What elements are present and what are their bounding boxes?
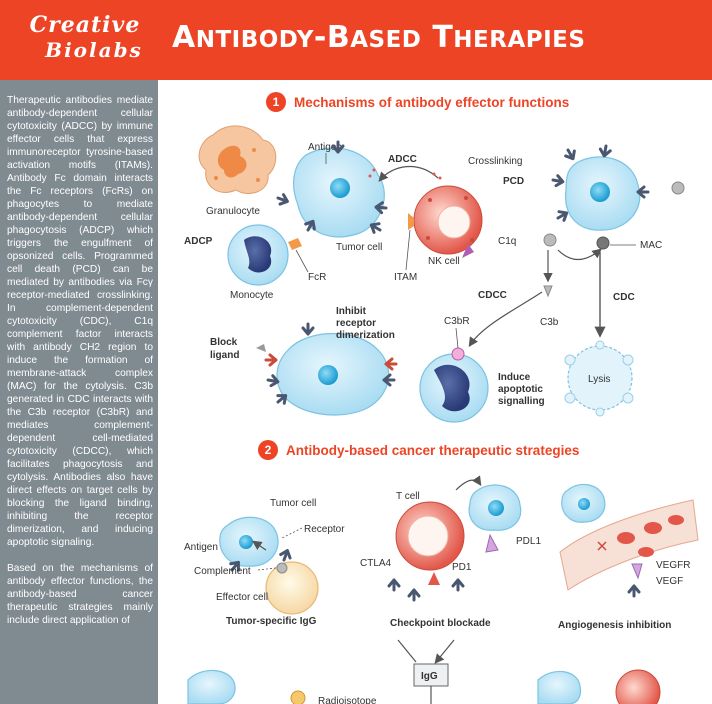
label-adcp: ADCP [184, 236, 213, 247]
panel-angiogenesis-inhibition [559, 483, 699, 598]
label-monocyte: Monocyte [230, 290, 274, 301]
label-tumor-cell-center: Tumor cell [336, 242, 382, 253]
nk-cell [413, 185, 483, 255]
label-igg: IgG [421, 671, 438, 682]
main-diagram: 1 Mechanisms of antibody effector functi… [158, 80, 712, 704]
label-c3br: C3bR [444, 316, 470, 327]
label-effector-cell: Effector cell [216, 592, 268, 603]
page-title: ANTIBODY-BASED THERAPIES [172, 20, 586, 55]
label-pcd: PCD [503, 176, 524, 187]
lysis-cell [564, 340, 634, 417]
label-adcc: ADCC [388, 154, 417, 165]
label-tumor-specific-igg: Tumor-specific IgG [226, 616, 317, 627]
label-itam: ITAM [394, 272, 417, 283]
header-banner: Creative Biolabs ANTIBODY-BASED THERAPIE… [0, 0, 712, 80]
label-vegf: VEGF [656, 576, 683, 587]
section1-title: Mechanisms of antibody effector function… [294, 94, 570, 110]
label-fcr: FcR [308, 272, 326, 283]
label-t-cell: T cell [396, 491, 420, 502]
granulocyte-cell [198, 125, 277, 194]
label-inhibit-1: Inhibit [336, 306, 367, 317]
label-ctla4: CTLA4 [360, 558, 392, 569]
diagram-canvas: Granulocyte Antigen Tumor cell Monocyte … [184, 125, 699, 704]
tumor-cell-center [292, 147, 385, 238]
panel-tumor-specific-igg [219, 516, 319, 615]
label-s2-tumor-cell: Tumor cell [270, 498, 316, 509]
label-induce-2: apoptotic [498, 384, 543, 395]
creative-biolabs-logo[interactable]: Creative Biolabs [10, 12, 160, 72]
pcd-tumor-cell [565, 156, 641, 231]
label-cdc: CDC [613, 292, 635, 303]
apoptotic-signaling-cell [419, 353, 489, 423]
label-mac: MAC [640, 240, 662, 251]
section2-heading: 2 Antibody-based cancer therapeutic stra… [258, 440, 579, 460]
label-complement: Complement [194, 566, 251, 577]
label-cdcc: CDCC [478, 290, 507, 301]
label-radioisotope: Radioisotope [318, 696, 377, 704]
sidebar-paragraph-1: Therapeutic antibodies mediate antibody-… [7, 95, 153, 548]
label-angiogenesis-inhibition: Angiogenesis inhibition [558, 620, 671, 631]
label-lysis: Lysis [588, 374, 610, 385]
label-inhibit-2: receptor [336, 318, 376, 329]
label-nk-cell: NK cell [428, 256, 460, 267]
section2-number-badge: 2 [258, 440, 278, 460]
label-vegfr: VEGFR [656, 560, 690, 571]
logo-line1: Creative [29, 12, 141, 38]
label-c1q: C1q [498, 236, 516, 247]
label-inhibit-3: dimerization [336, 330, 395, 341]
label-granulocyte: Granulocyte [206, 206, 260, 217]
label-antigen-top: Antigen [308, 142, 342, 153]
label-pd1: PD1 [452, 562, 472, 573]
label-s2-antigen: Antigen [184, 542, 218, 553]
label-c3b: C3b [540, 317, 559, 328]
section1-heading: 1 Mechanisms of antibody effector functi… [266, 92, 569, 112]
monocyte-cell [227, 224, 289, 286]
tumor-cell-bottom [276, 333, 390, 416]
label-checkpoint-blockade: Checkpoint blockade [390, 618, 491, 629]
section2-title: Antibody-based cancer therapeutic strate… [286, 442, 580, 458]
label-receptor: Receptor [304, 524, 345, 535]
label-block-ligand-2: ligand [210, 350, 239, 361]
section1-number-badge: 1 [266, 92, 286, 112]
label-induce-3: signalling [498, 396, 545, 407]
label-pdl1: PDL1 [516, 536, 541, 547]
logo-line2: Biolabs [45, 38, 143, 62]
label-crosslinking: Crosslinking [468, 156, 522, 167]
sidebar-paragraph-2: Based on the mechanisms of antibody effe… [7, 563, 153, 626]
sidebar-description: Therapeutic antibodies mediate antibody-… [0, 80, 158, 704]
label-block-ligand-1: Block [210, 337, 238, 348]
label-induce-1: Induce [498, 372, 531, 383]
panel-checkpoint-blockade [387, 475, 522, 602]
